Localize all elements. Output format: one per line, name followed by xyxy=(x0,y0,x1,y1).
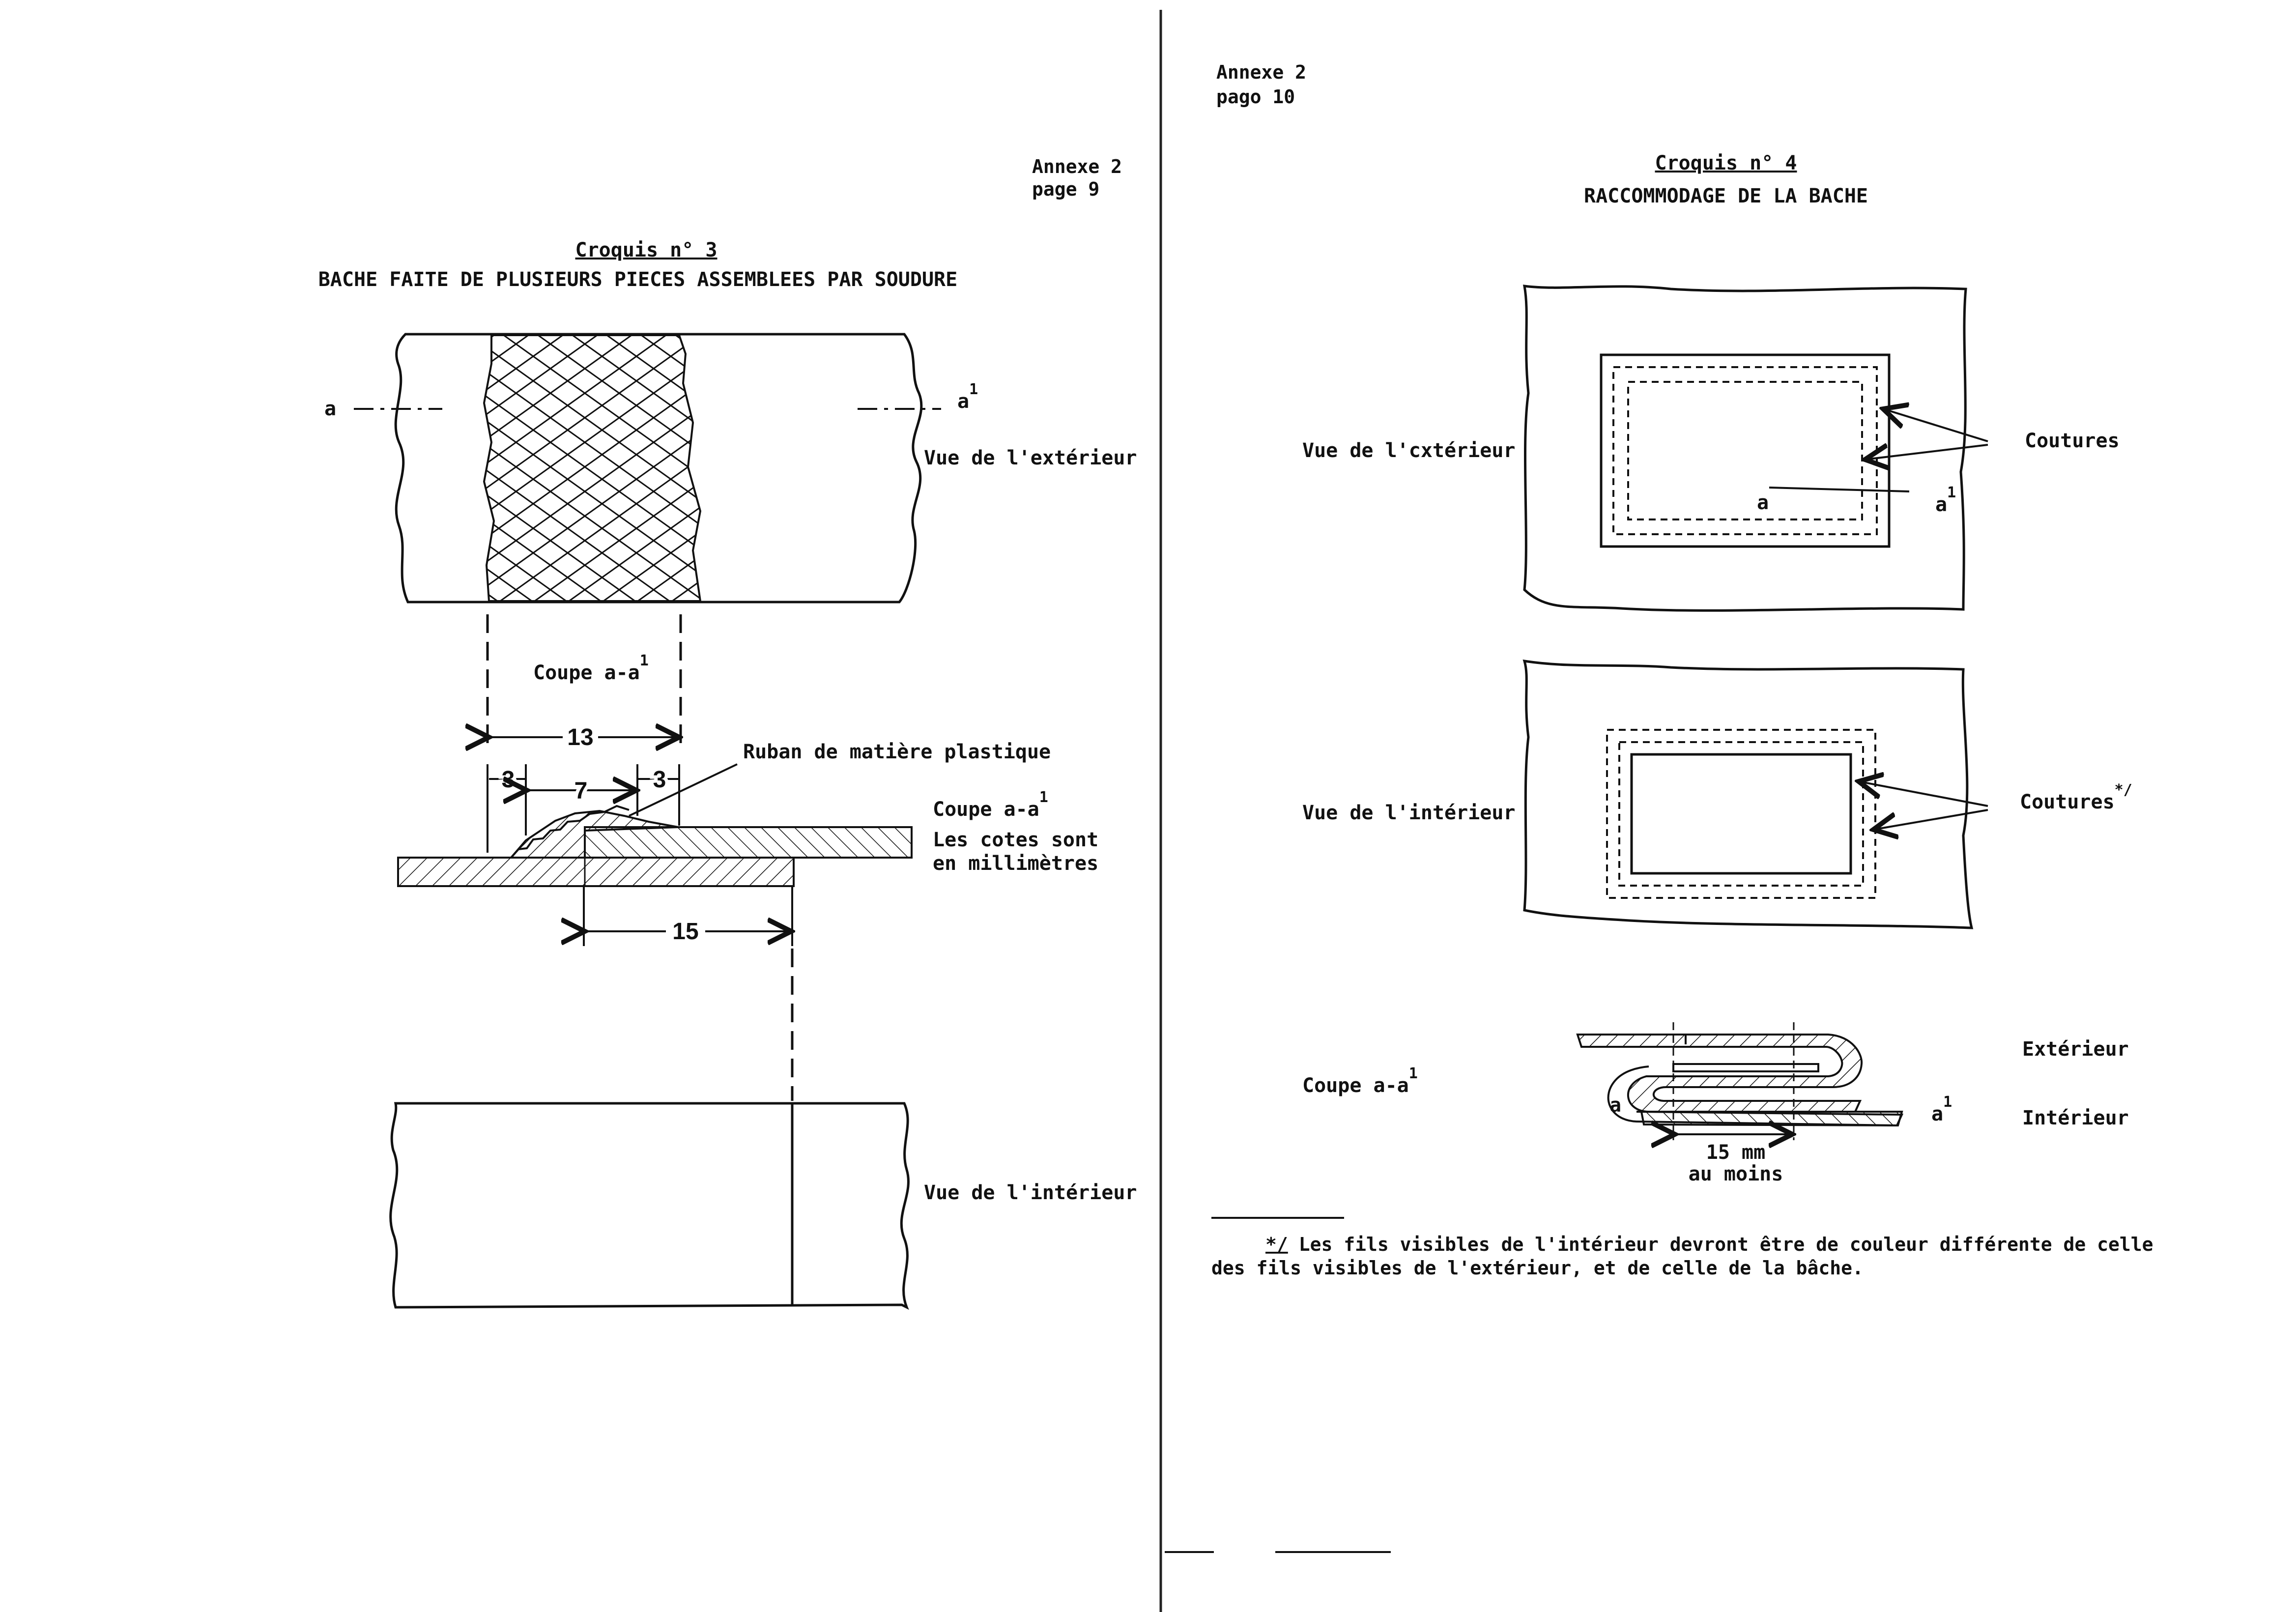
left-annex-label: Annexe 2 xyxy=(1032,156,1122,177)
section-marker-a: a xyxy=(324,398,336,420)
interior-view-panel xyxy=(389,1102,910,1310)
footnote-text-1: Les fils visibles de l'intérieur devront… xyxy=(1299,1234,2153,1255)
view-interior-label: Vue de l'intérieur xyxy=(924,1181,1137,1204)
fold-marker-a1-sup: 1 xyxy=(1943,1094,1952,1111)
sketch-3-subtitle: BACHE FAITE DE PLUSIEURS PIECES ASSEMBLE… xyxy=(318,268,957,291)
seams-label: Coutures xyxy=(2025,430,2120,452)
repair-view-interior-label: Vue de l'intérieur xyxy=(1302,802,1515,824)
dim-13-gap xyxy=(563,723,598,751)
interior-seams-footnote-mark: */ xyxy=(2115,781,2132,799)
right-annex-label: Annexe 2 xyxy=(1216,61,1306,83)
repair-marker-a: a xyxy=(1757,491,1769,514)
dim-3-left-value: 3 xyxy=(502,767,515,793)
repair-view-exterior-label: Vue de l'cxtérieur xyxy=(1302,439,1515,462)
fold-inner-layer xyxy=(1607,1035,1904,1127)
fold-section-label: Coupe a-a1 xyxy=(1302,1065,1418,1097)
sketch-3-title: Croquis n° 3 xyxy=(575,239,718,261)
repair-marker-a1-sup: 1 xyxy=(1947,484,1956,501)
lower-sheet-section xyxy=(397,857,795,887)
interior-seam-inner xyxy=(1618,741,1864,887)
units-note-line1: Les cotes sont xyxy=(933,829,1098,851)
seams-leader-1 xyxy=(1883,409,1988,442)
section-label-center: Coupe a-a1 xyxy=(533,652,649,684)
dim-15-gap xyxy=(666,917,705,945)
footnote-line2: des fils visibles de l'extérieur, et de … xyxy=(1211,1257,1864,1279)
seams-leader-2 xyxy=(1865,445,1988,460)
footnote-mark: */ xyxy=(1265,1234,1288,1255)
plastic-tape-section xyxy=(510,805,630,859)
upper-sheet-section xyxy=(584,826,913,859)
fold-section-label-sup: 1 xyxy=(1409,1065,1418,1082)
interior-seams-leader-2 xyxy=(1873,809,1988,830)
fold-outer-layer xyxy=(1576,1034,1863,1113)
plastic-tape-leader xyxy=(629,763,738,817)
patch-outer-border xyxy=(1600,353,1891,548)
right-page-number: pago 10 xyxy=(1216,86,1295,108)
footnote-line1: */ Les fils visibles de l'intérieur devro… xyxy=(1265,1234,2153,1255)
interior-seams-label: Coutures*/ xyxy=(2020,781,2132,813)
fold-min-overlap-line1: 15 mm xyxy=(1706,1141,1765,1164)
section-label-right: Coupe a-a1 xyxy=(933,789,1048,821)
dim-7-value: 7 xyxy=(574,778,588,804)
fold-interior-label: Intérieur xyxy=(2022,1107,2129,1129)
sketch-4-subtitle: RACCOMMODAGE DE LA BACHE xyxy=(1584,185,1868,207)
fold-min-overlap-line2: au moins xyxy=(1689,1163,1783,1185)
exterior-view-panel xyxy=(394,333,923,604)
plastic-tape-label: Ruban de matière plastique xyxy=(743,741,1051,763)
sketch-4-title: Croquis n° 4 xyxy=(1655,152,1797,174)
interior-seam-outer xyxy=(1606,729,1876,899)
section-marker-a1-sup: 1 xyxy=(969,381,978,398)
seam-outer xyxy=(1612,366,1878,535)
left-page-number: page 9 xyxy=(1032,178,1099,200)
repair-section-line xyxy=(1769,487,1910,492)
right-page: Annexe 2 pago 10 Croquis n° 4 RACCOMMODA… xyxy=(1165,61,2153,1553)
repair-exterior-panel xyxy=(1522,285,1967,612)
dim-3-right-value: 3 xyxy=(653,767,666,793)
fold-bottom-sheet xyxy=(1640,1111,1903,1127)
fold-marker-a: a xyxy=(1609,1094,1621,1117)
dim-15-value: 15 xyxy=(672,919,698,945)
fold-marker-a1: a1 xyxy=(1931,1094,1952,1125)
fold-exterior-label: Extérieur xyxy=(2022,1038,2129,1061)
repair-marker-a1: a1 xyxy=(1935,484,1956,516)
section-label-right-sup: 1 xyxy=(1039,789,1048,806)
welded-crosshatch-strip xyxy=(483,334,702,602)
dim-13-value: 13 xyxy=(567,724,593,750)
interior-seams-leader-1 xyxy=(1859,781,1988,807)
interior-patch-hole xyxy=(1630,753,1852,875)
units-note-line2: en millimètres xyxy=(933,852,1098,875)
repair-interior-panel xyxy=(1522,659,1974,929)
section-label-center-sup: 1 xyxy=(640,652,649,669)
view-exterior-label: Vue de l'extérieur xyxy=(924,447,1137,469)
section-marker-a1: a1 xyxy=(957,381,978,413)
seam-inner xyxy=(1627,381,1863,520)
left-page: Annexe 2 page 9 Croquis n° 3 BACHE FAITE… xyxy=(318,156,1137,1310)
